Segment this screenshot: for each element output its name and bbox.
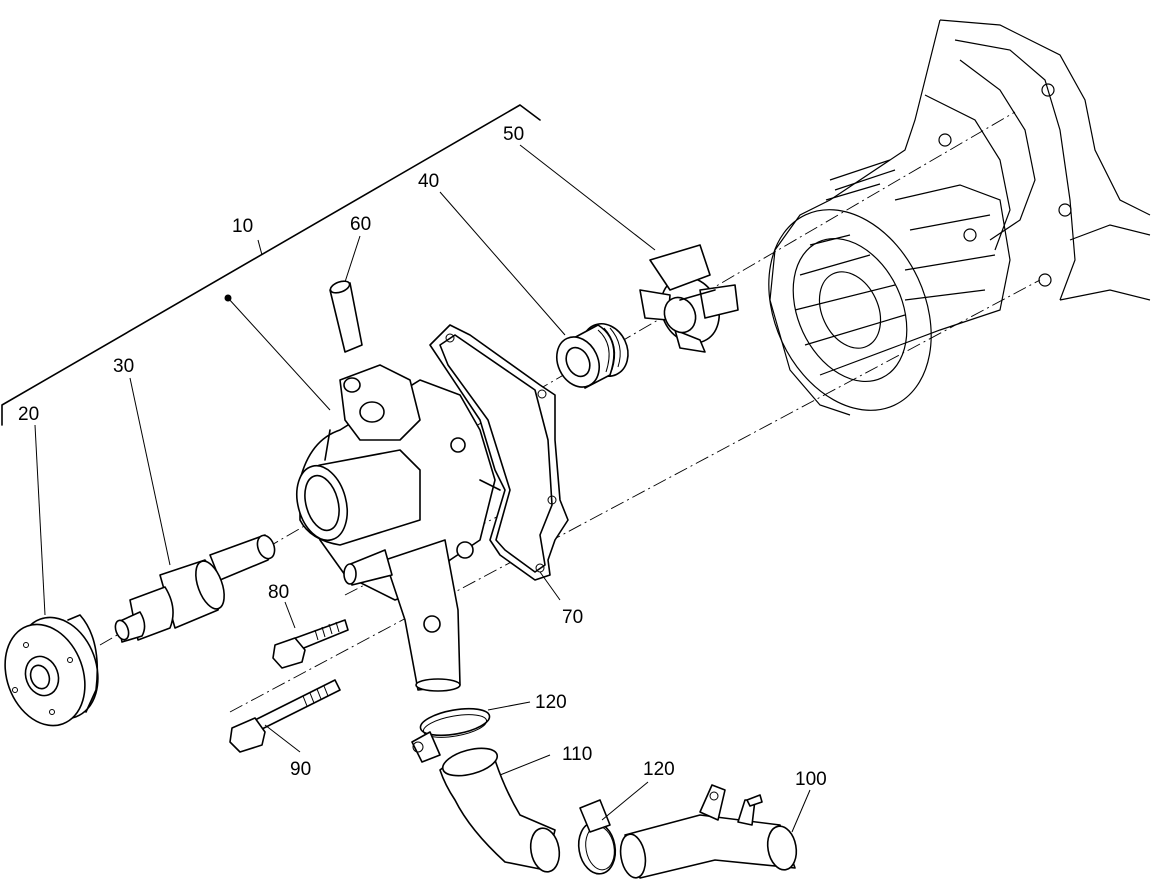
label-60: 60	[350, 214, 371, 235]
part-90-bolt	[229, 679, 341, 753]
part-100-pipe	[619, 784, 798, 879]
label-120-lower: 120	[643, 759, 675, 780]
label-30: 30	[113, 356, 134, 377]
part-120-clamp-upper	[411, 707, 491, 763]
label-40: 40	[418, 171, 439, 192]
label-120-upper: 120	[535, 692, 567, 713]
part-50-impeller	[639, 244, 739, 353]
assembly-bracket	[1, 104, 541, 426]
part-70-gasket	[429, 324, 569, 581]
label-70: 70	[562, 607, 583, 628]
label-110: 110	[562, 744, 592, 765]
label-90: 90	[290, 759, 311, 780]
part-80-bolt	[272, 619, 349, 669]
engine-block	[768, 19, 1151, 416]
part-10-pump-body	[224, 294, 501, 692]
part-labels: 10 20 30 40 50 60 70 80 90 100 110 120 1…	[18, 124, 827, 790]
part-40-seal	[556, 323, 629, 389]
part-20-pulley-hub	[4, 614, 99, 727]
part-30-bearing-shaft	[114, 534, 276, 643]
leader-lines	[34, 144, 811, 833]
label-80: 80	[268, 582, 289, 603]
label-50: 50	[503, 124, 524, 145]
label-100: 100	[795, 769, 827, 790]
label-20: 20	[18, 404, 39, 425]
part-120-clamp-lower	[577, 799, 617, 875]
part-60-pin	[329, 280, 363, 353]
label-10: 10	[232, 216, 253, 237]
part-110-hose	[439, 747, 561, 873]
